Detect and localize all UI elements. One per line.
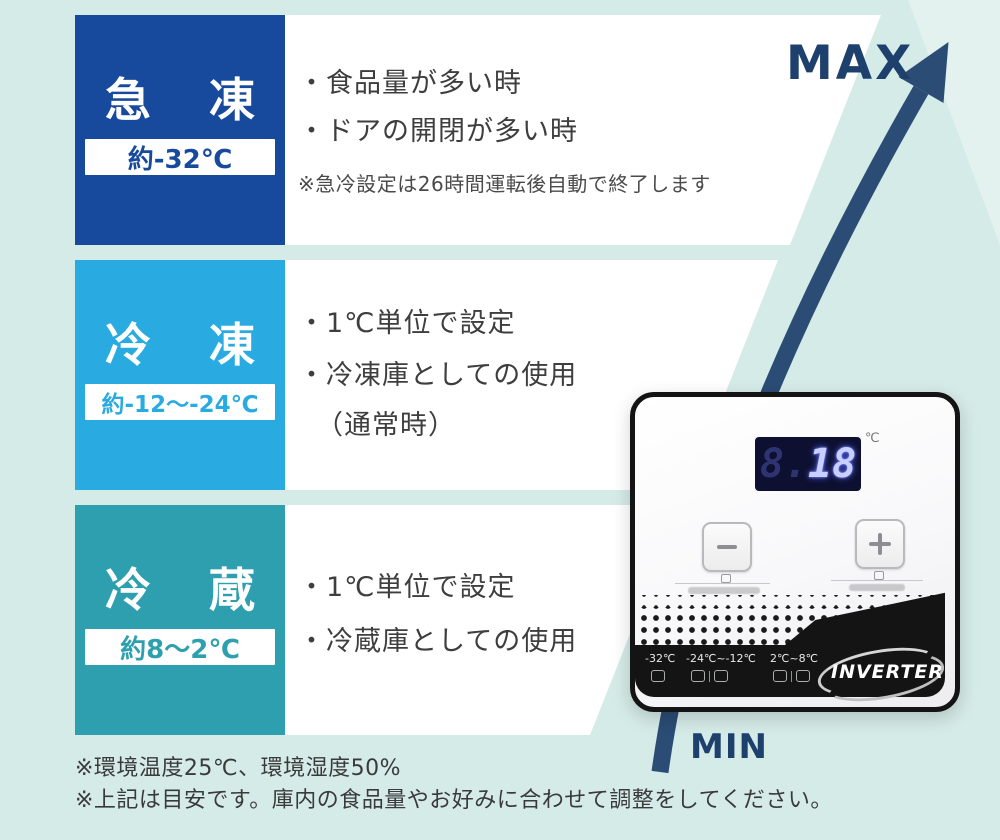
meat-icon	[714, 670, 728, 682]
minus-button-caption-micro-text	[688, 587, 760, 594]
quick-freeze-temp-pill: 約-32℃	[85, 139, 275, 175]
minus-button-mark	[721, 574, 731, 583]
display-value: 18	[808, 441, 857, 487]
footnote-environment: ※環境温度25℃、環境湿度50%	[75, 756, 402, 781]
zone-label-freeze: -24℃~-12℃	[686, 652, 756, 665]
panel-bottom-band: -32℃ -24℃~-12℃ 2℃~8℃ INVERTER	[635, 639, 948, 710]
plus-button-underline	[831, 580, 923, 581]
snowflake-icon	[651, 670, 665, 682]
freeze-bullet-1: ・1℃単位で設定	[298, 308, 516, 339]
freeze-box: 冷 凍 約-12～-24℃	[75, 260, 285, 490]
quick-freeze-title: 急 凍	[75, 77, 285, 123]
display-ghost-segment: 8.	[759, 441, 808, 487]
zone-icons-fridge	[773, 670, 810, 682]
freeze-title: 冷 凍	[75, 322, 285, 368]
temperature-plus-button[interactable]	[855, 519, 905, 569]
quick-freeze-temp-label: 約-32℃	[127, 144, 233, 175]
quick-freeze-title-char-2: 凍	[209, 73, 255, 127]
plus-button-mark	[874, 571, 884, 580]
freeze-temp-pill: 約-12～-24℃	[85, 384, 275, 420]
freeze-title-char-2: 凍	[209, 318, 255, 372]
fridge-title-char-1: 冷	[105, 563, 151, 617]
fridge-bullet-1: ・1℃単位で設定	[298, 572, 516, 603]
quick-freeze-note: ※急冷設定は26時間運転後自動で終了します	[298, 172, 711, 196]
drink-icon	[773, 670, 787, 682]
minus-button-underline	[675, 583, 770, 584]
fridge-title-char-2: 蔵	[209, 563, 255, 617]
icon-divider	[709, 670, 710, 682]
quick-freeze-bullet-2: ・ドアの開閉が多い時	[298, 116, 578, 147]
inverter-logo: INVERTER	[814, 639, 948, 710]
quick-freeze-title-char-1: 急	[105, 73, 151, 127]
fridge-temp-pill: 約8～2℃	[85, 629, 275, 665]
quick-freeze-box: 急 凍 約-32℃	[75, 15, 285, 245]
minus-icon	[717, 545, 737, 549]
plus-icon	[869, 533, 891, 555]
zone-label-quick-freeze: -32℃	[645, 652, 676, 665]
control-panel: 8.18 ℃ -32℃ -24℃~-12℃ 2℃~8℃	[630, 392, 960, 712]
quick-freeze-bullet-1: ・食品量が多い時	[298, 68, 522, 99]
freeze-temp-label: 約-12～-24℃	[101, 392, 259, 418]
inverter-logo-text: INVERTER	[831, 661, 945, 683]
fish-icon	[691, 670, 705, 682]
freeze-title-char-1: 冷	[105, 318, 151, 372]
fridge-box: 冷 蔵 約8～2℃	[75, 505, 285, 735]
temperature-minus-button[interactable]	[702, 522, 752, 572]
min-label: MIN	[690, 727, 768, 767]
max-label: MAX	[786, 36, 915, 91]
freeze-bullet-3: （通常時）	[316, 410, 456, 441]
display-degree-unit: ℃	[865, 431, 880, 446]
footnote-guideline: ※上記は目安です。庫内の食品量やお好みに合わせて調整をしてください。	[75, 788, 833, 813]
temperature-display: 8.18	[755, 437, 861, 491]
zone-label-fridge: 2℃~8℃	[770, 652, 818, 665]
icon-divider	[791, 670, 792, 682]
fridge-bullet-2: ・冷蔵庫としての使用	[298, 626, 578, 657]
fridge-temp-label: 約8～2℃	[120, 634, 240, 665]
zone-icons-freeze	[691, 670, 728, 682]
fridge-content-bg	[285, 505, 681, 735]
freeze-bullet-2: ・冷凍庫としての使用	[298, 360, 578, 391]
plus-button-caption-micro-text	[849, 584, 905, 591]
fridge-title: 冷 蔵	[75, 567, 285, 613]
zone-icons-quick-freeze	[651, 670, 665, 682]
vegetable-icon	[796, 670, 810, 682]
